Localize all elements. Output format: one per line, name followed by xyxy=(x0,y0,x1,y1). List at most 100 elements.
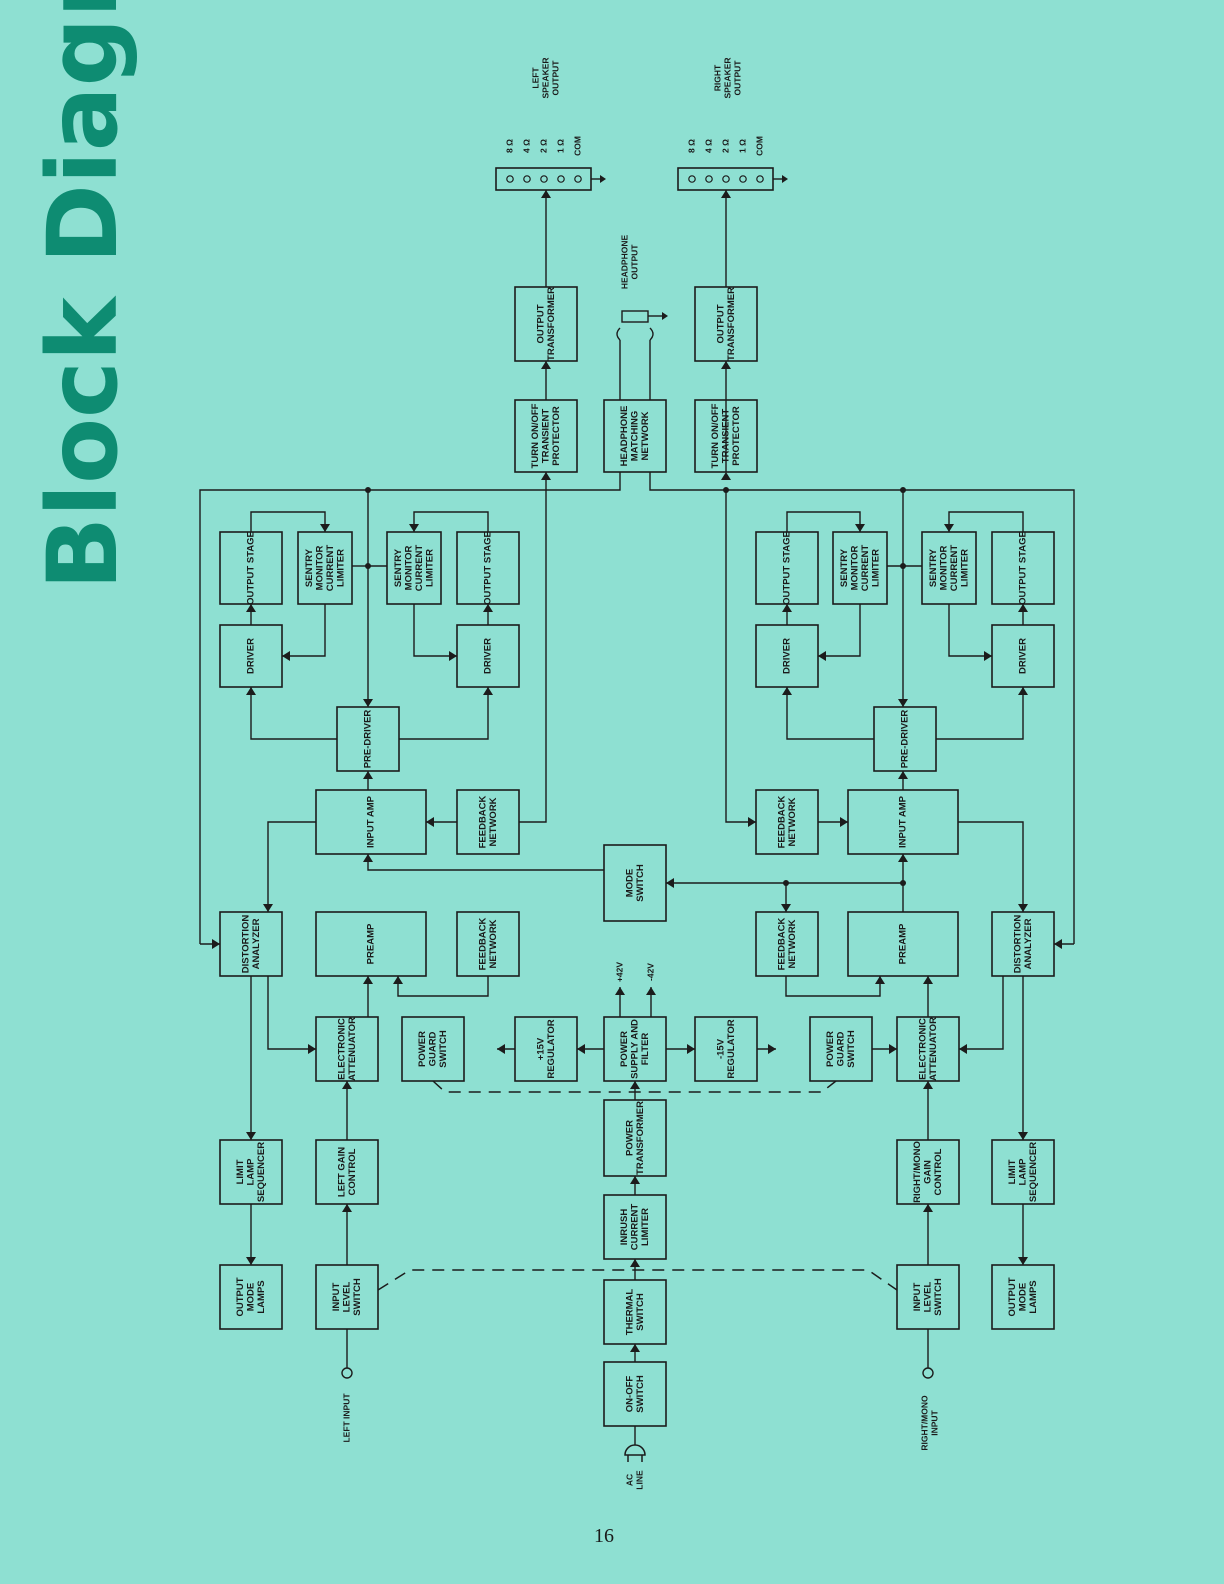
block-label: OUTPUT xyxy=(715,304,726,343)
wire xyxy=(649,472,1075,944)
wire xyxy=(413,511,489,532)
block-label: DISTORTION xyxy=(1012,915,1023,974)
block-r-output-stage-b: OUTPUT STAGE xyxy=(991,531,1055,605)
block-label: PRE-DRIVER xyxy=(900,710,911,769)
arrow-icon xyxy=(721,361,731,369)
arrow-icon xyxy=(923,1081,933,1089)
terminal-post-icon xyxy=(705,175,713,183)
block-label: FEEDBACK xyxy=(477,917,488,970)
block-label: GAIN xyxy=(923,1160,934,1184)
arrow-icon xyxy=(889,1044,897,1054)
tap-label: 4 Ω xyxy=(703,139,713,153)
block-label: LAMPS xyxy=(1028,1280,1039,1313)
wire xyxy=(267,976,316,1050)
block-label: TRANSFORMER xyxy=(546,287,557,361)
arrow-icon xyxy=(630,1081,640,1089)
arrow-icon xyxy=(782,604,792,612)
junction-dot xyxy=(900,563,906,569)
right-speaker-label: SPEAKER xyxy=(722,57,732,98)
block-label: OUTPUT xyxy=(1007,1277,1018,1316)
arrow-icon xyxy=(541,472,551,480)
arrow-icon xyxy=(1018,604,1028,612)
wire xyxy=(666,854,904,884)
wire xyxy=(367,854,604,871)
block-label: TRANSFORMER xyxy=(726,287,737,361)
block-l-preamp: PREAMP xyxy=(315,911,427,977)
arrow-icon xyxy=(541,190,551,198)
block-label: PREAMP xyxy=(898,923,909,964)
block-label: NETWORK xyxy=(488,919,499,968)
pos-42v-label: +42V xyxy=(614,962,624,982)
wire xyxy=(432,1080,837,1093)
junction-dot xyxy=(723,487,729,493)
wire xyxy=(399,687,489,740)
block-label: LAMPS xyxy=(256,1280,267,1313)
arrow-icon xyxy=(363,976,373,984)
block-label: TRANSIENT xyxy=(541,409,552,464)
block-label: OUTPUT STAGE xyxy=(1018,531,1029,605)
arrow-icon xyxy=(1018,1132,1028,1140)
block-r-predriver: PRE-DRIVER xyxy=(873,706,937,772)
arrow-icon xyxy=(875,976,885,984)
block-label: LIMITER xyxy=(335,549,346,587)
block-label: REGULATOR xyxy=(546,1019,557,1078)
wire xyxy=(413,604,457,657)
block-label: SENTRY xyxy=(839,548,850,587)
wire xyxy=(818,604,861,657)
neg-42v-label: -42V xyxy=(645,963,655,981)
left-speaker-label: SPEAKER xyxy=(540,57,550,98)
block-label: PREAMP xyxy=(366,923,377,964)
tap-label: COM xyxy=(572,136,582,156)
block-r-output-stage-a: OUTPUT STAGE xyxy=(755,531,819,605)
block-r-driver-a: DRIVER xyxy=(755,624,819,688)
block-label: CONTROL xyxy=(347,1148,358,1195)
block-label: CURRENT xyxy=(949,545,960,592)
block-label: LEVEL xyxy=(342,1282,353,1313)
terminal-post-icon xyxy=(739,175,747,183)
block-label: MONITOR xyxy=(849,546,860,591)
block-label: OUTPUT xyxy=(235,1277,246,1316)
terminal-post-icon xyxy=(506,175,514,183)
block-label: SWITCH xyxy=(846,1030,857,1068)
terminal-post-icon xyxy=(722,175,730,183)
block-label: LIMITER xyxy=(870,549,881,587)
right-speaker-label: RIGHT xyxy=(712,64,722,91)
block-label: SEQUENCER xyxy=(1028,1142,1039,1202)
wire xyxy=(519,472,547,823)
block-label: MODE xyxy=(624,869,635,898)
arrow-icon xyxy=(944,524,954,532)
arrow-icon xyxy=(898,699,908,707)
left-input-jack-icon xyxy=(341,1367,353,1379)
block-label: OUTPUT STAGE xyxy=(246,531,257,605)
arrow-icon xyxy=(320,524,330,532)
ac-line-label: LINE xyxy=(634,1470,644,1490)
right-input-label: INPUT xyxy=(929,1409,939,1435)
arrow-icon xyxy=(342,1081,352,1089)
block-label: RIGHT/MONO xyxy=(912,1141,923,1203)
left-speaker-label: OUTPUT xyxy=(550,60,560,96)
block-label: +15V xyxy=(535,1037,546,1060)
arrow-icon xyxy=(818,651,826,661)
block-label: DRIVER xyxy=(246,638,257,674)
junction-dot xyxy=(365,563,371,569)
junction-dot xyxy=(900,487,906,493)
arrow-icon xyxy=(449,651,457,661)
block-label: SENTRY xyxy=(393,548,404,587)
block-l-driver-b: DRIVER xyxy=(456,624,520,688)
arrow-icon xyxy=(781,904,791,912)
wire xyxy=(786,687,874,740)
arrow-icon xyxy=(393,976,403,984)
